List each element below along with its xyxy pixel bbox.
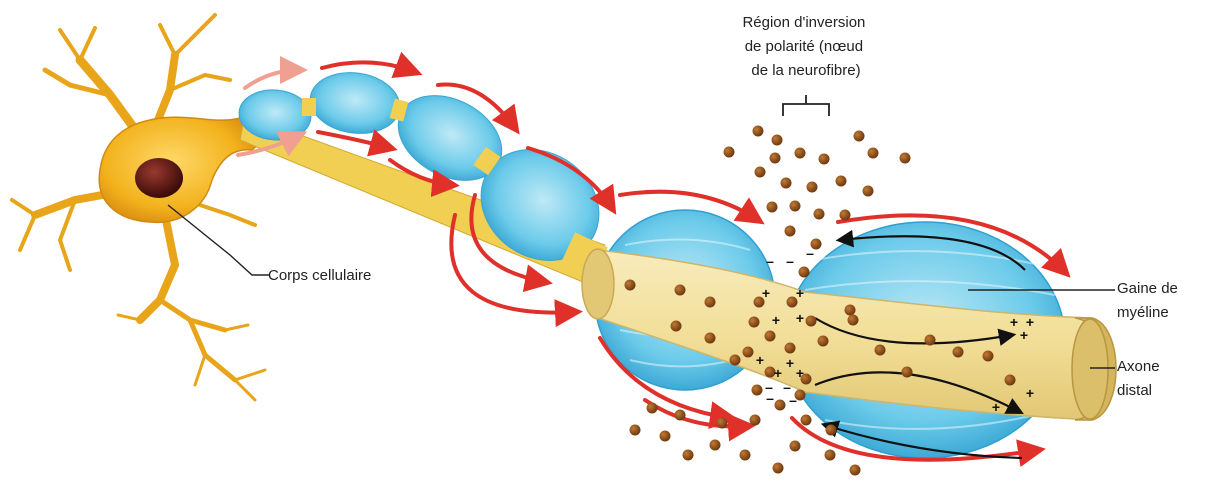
myelin-segment [306,67,403,139]
plus-sign: + [992,399,1000,415]
ion-dot [675,410,686,421]
ion-dot [775,400,786,411]
ion-dot [850,465,861,476]
myelin-sheath-label: Gaine de myéline [1117,280,1182,321]
minus-sign: – [766,253,774,269]
ion-dot [675,285,686,296]
ion-dot [785,226,796,237]
ion-dot [740,450,751,461]
ion-dot [750,415,761,426]
ion-dot [749,317,760,328]
ion-dot [900,153,911,164]
distal-axon-label: Axone distal [1117,358,1164,399]
ion-dot [710,440,721,451]
ion-dot [752,385,763,396]
ion-dot [818,336,829,347]
ion-dot [953,347,964,358]
ion-dot [848,315,859,326]
plus-sign: + [774,365,782,381]
ion-dot [743,347,754,358]
ion-dot [625,280,636,291]
ion-dot [1005,375,1016,386]
plus-sign: + [1008,399,1016,415]
plus-sign: + [796,310,804,326]
axon-cut-face-left [582,249,614,319]
ion-dot [806,316,817,327]
minus-sign: – [806,245,814,261]
node-of-ranvier [302,98,316,116]
cell-body-label-group: Corps cellulaire [168,205,371,284]
ion-dot [785,343,796,354]
plus-sign: + [756,352,764,368]
ion-dot [825,450,836,461]
ion-dot [868,148,879,159]
ion-dot [790,201,801,212]
ion-dot [724,147,735,158]
ion-dot [790,441,801,452]
ion-dot [660,431,671,442]
ion-dot [814,209,825,220]
ion-dot [902,367,913,378]
plus-sign: + [772,312,780,328]
ion-dot [770,153,781,164]
plus-sign: + [796,365,804,381]
minus-sign: – [789,392,797,408]
ion-dot [772,135,783,146]
plus-sign: + [1026,385,1034,401]
ion-dot [705,297,716,308]
plus-sign: + [1020,327,1028,343]
nucleus [135,158,183,198]
plus-sign: + [1010,314,1018,330]
plus-sign: + [796,285,804,301]
ion-dot [730,355,741,366]
myelin-segments [237,67,621,284]
node-region-label: Région d'inversion de polarité (nœud de … [742,14,869,79]
cell-body-label: Corps cellulaire [268,267,371,284]
ion-dot [819,154,830,165]
ion-dot [795,148,806,159]
ion-dot [983,351,994,362]
minus-sign: – [766,390,774,406]
ion-dot [801,415,812,426]
ion-dot [854,131,865,142]
ion-dot [863,186,874,197]
cell-body [12,15,265,400]
ion-dot [781,178,792,189]
ion-dot [683,450,694,461]
ion-dot [845,305,856,316]
ion-dot [807,182,818,193]
ion-dot [836,176,847,187]
minus-sign: – [786,253,794,269]
ion-dot [630,425,641,436]
ion-dot [840,210,851,221]
ion-dot [826,425,837,436]
plus-sign: + [762,285,770,301]
ion-dot [671,321,682,332]
ion-dot [647,403,658,414]
node-region-label-group: Région d'inversion de polarité (nœud de … [742,14,869,116]
plus-sign: + [786,355,794,371]
ion-dot [705,333,716,344]
ion-dot [765,331,776,342]
ion-dot [767,202,778,213]
node-region-bracket [783,95,829,116]
ion-dot [753,126,764,137]
ion-dot [717,418,728,429]
ion-dot [925,335,936,346]
ion-dot [875,345,886,356]
ion-dot [799,267,810,278]
ion-dot [755,167,766,178]
ion-dot [773,463,784,474]
